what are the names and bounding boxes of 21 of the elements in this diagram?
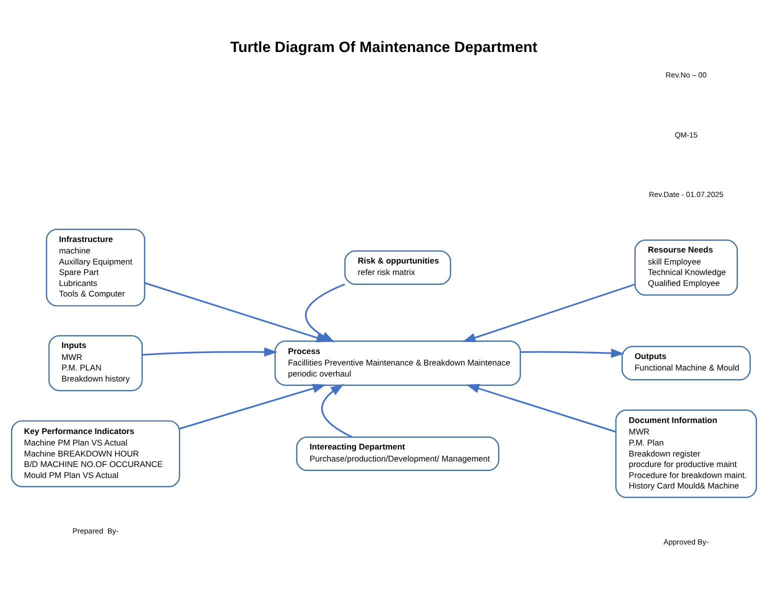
label: Rev.Date - 01.07.2025	[648, 190, 724, 199]
diagram-title: Turtle Diagram Of Maintenance Department	[230, 38, 538, 56]
node-box: Process Facillities Preventive Maintenance & Breakdown Maintenace periodic overhaul	[274, 340, 521, 386]
arrow	[466, 384, 616, 432]
arrow	[142, 346, 278, 356]
arrow	[321, 383, 353, 438]
node-box: Intereacting Department Purchase/production/Development/ Management	[296, 436, 500, 471]
label: Approved By-	[664, 537, 709, 546]
arrow	[520, 348, 624, 358]
node-box: Infrastructure machine Auxillary Equipment Spare Part Lubricants Tools & Computer	[46, 228, 146, 306]
node-box: Key Performance Indicators Machine PM Plan VS Actual Machine BREAKDOWN HOUR B/D MACHINE NO.OF OCCURANCE Mould PM Plan VS Actual	[10, 420, 180, 487]
label: QM-15	[674, 130, 698, 139]
node-box: Inputs MWR P.M. PLAN Breakdown history	[48, 334, 143, 391]
node-box: Document Information MWR P.M. Plan Breakdown register procdure for productive maint Procedure for breakdown maint. History Card Mould& Machine	[615, 409, 758, 498]
label: Prepared By-	[72, 526, 119, 536]
label: Rev.No – 00	[666, 70, 707, 79]
node-box: Risk & oppurtunities refer risk matrix	[344, 250, 452, 284]
node-box: Outputs Functional Machine & Mould	[622, 345, 751, 380]
arrow	[179, 383, 326, 429]
node-box: Resourse Needs skill Employee Technical Knowledge Qualified Employee	[634, 239, 738, 296]
arrow	[462, 283, 636, 342]
